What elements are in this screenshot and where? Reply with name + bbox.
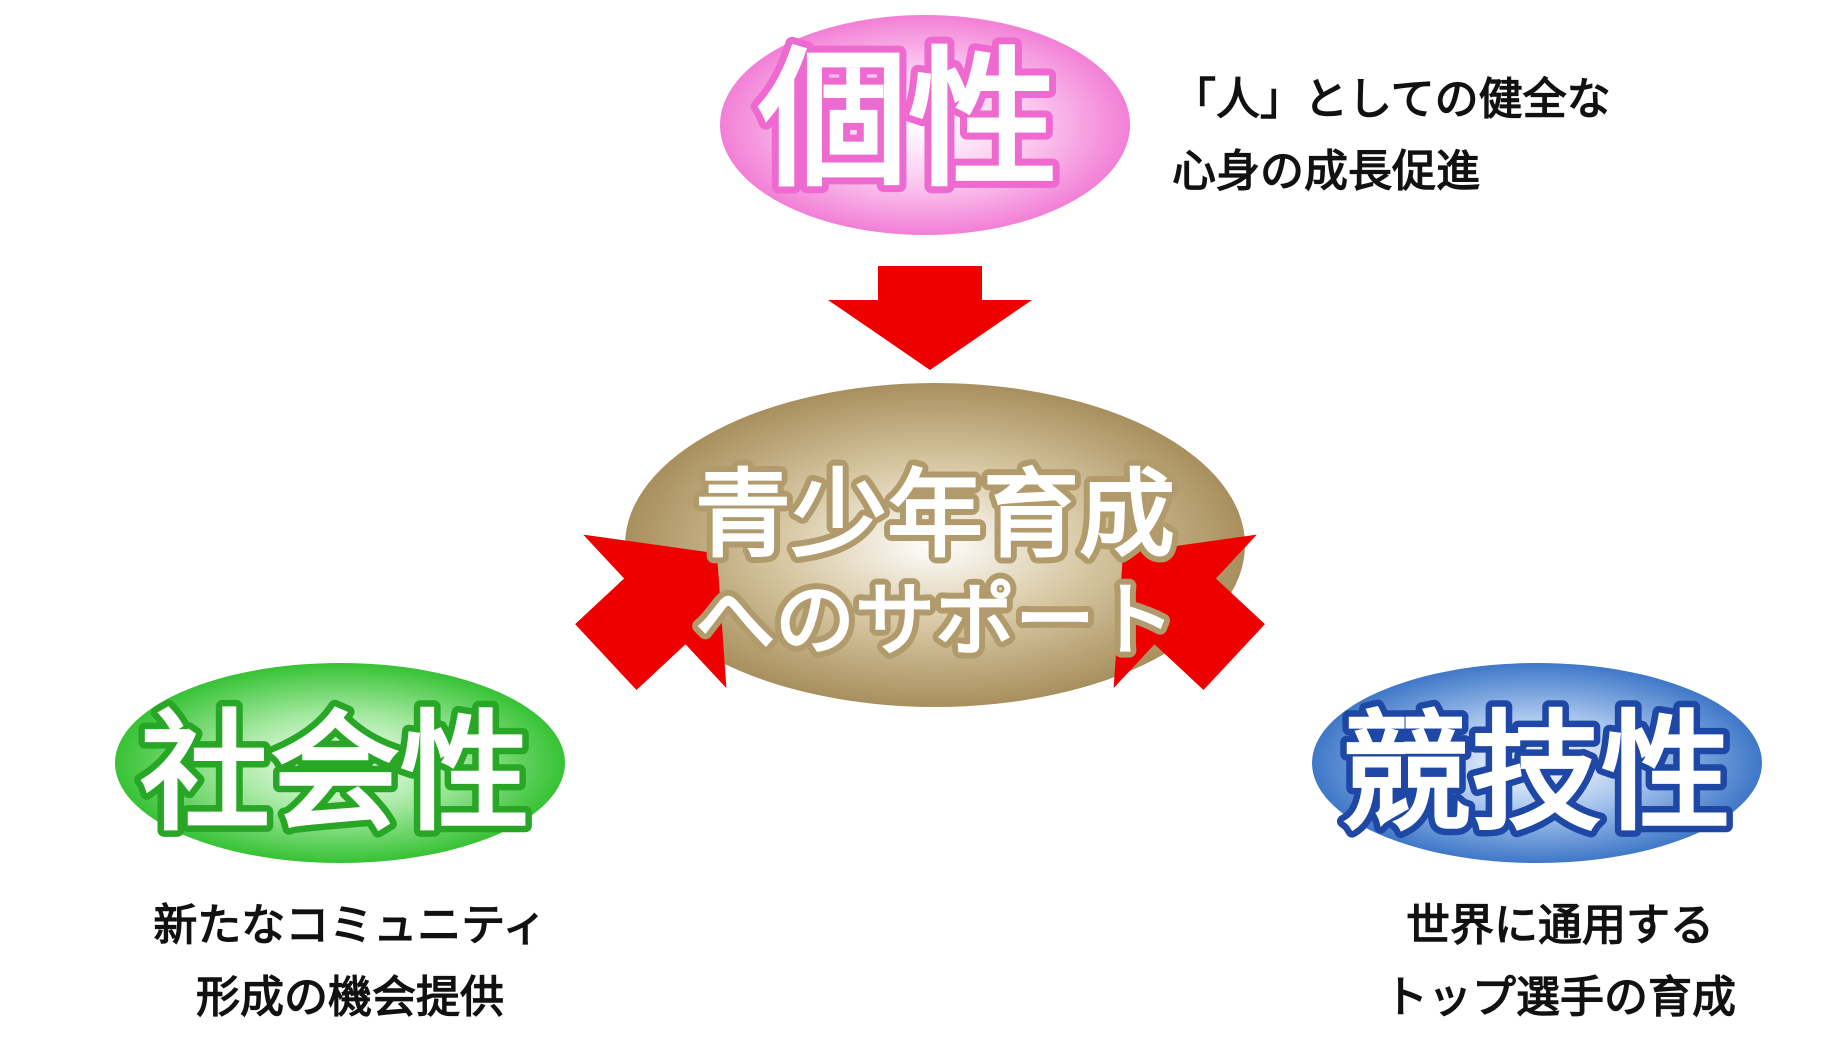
sociality-ellipse: [115, 663, 565, 863]
down-arrow-icon: [828, 266, 1032, 370]
competitiveness-label: 競技性: [1341, 697, 1731, 849]
competitiveness-description: 世界に通用する トップ選手の育成: [1340, 890, 1780, 1034]
individuality-desc-line1: 「人」としての健全な: [1172, 74, 1611, 125]
individuality-desc-line2: 心身の成長促進: [1172, 146, 1480, 197]
center-title-line2: へのサポート: [695, 574, 1175, 667]
competitiveness-ellipse: [1312, 663, 1762, 863]
sociality-desc-line1: 新たなコミュニティ: [153, 900, 547, 951]
sociality-description: 新たなコミュニティ 形成の機会提供: [120, 890, 580, 1034]
left-up-arrow-icon: [575, 534, 727, 690]
sociality-label: 社会性: [140, 697, 530, 849]
competitiveness-desc-line2: トップ選手の育成: [1384, 972, 1736, 1023]
individuality-label: 個性: [757, 34, 1058, 208]
individuality-description: 「人」としての健全な 心身の成長促進: [1172, 64, 1611, 208]
sociality-desc-line2: 形成の機会提供: [196, 972, 504, 1023]
center-ellipse: [625, 383, 1245, 707]
center-title-line1: 青少年育成: [695, 459, 1175, 571]
individuality-ellipse: [720, 15, 1130, 235]
competitiveness-desc-line1: 世界に通用する: [1406, 900, 1714, 951]
right-up-arrow-icon: [1113, 534, 1265, 690]
